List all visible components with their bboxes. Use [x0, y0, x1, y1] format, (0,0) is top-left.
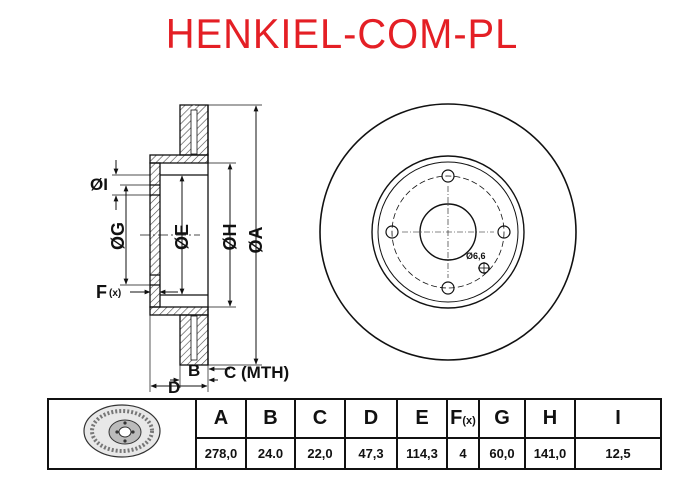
- dim-label-a: ØA: [246, 226, 266, 253]
- header-f: F(x): [446, 397, 480, 440]
- dim-label-f-suffix: (x): [109, 288, 121, 299]
- value-e: 114,3: [396, 437, 448, 470]
- value-h: 141,0: [524, 437, 576, 470]
- dim-label-g: ØG: [108, 222, 128, 250]
- header-e: E: [396, 397, 448, 440]
- dim-label-e: ØE: [172, 224, 192, 250]
- cross-section-view: [140, 104, 209, 366]
- dim-label-i: ØI: [90, 175, 108, 194]
- spec-table: A B C D E F(x) G H I 278,0 24.0 22,0 47,…: [47, 397, 662, 470]
- header-b: B: [245, 397, 296, 440]
- value-a: 278,0: [195, 437, 247, 470]
- value-d: 47,3: [344, 437, 398, 470]
- value-c: 22,0: [294, 437, 346, 470]
- dim-label-c: C (MTH): [224, 363, 289, 382]
- value-b: 24.0: [245, 437, 296, 470]
- dim-label-d: D: [168, 378, 180, 397]
- header-i: I: [574, 397, 662, 440]
- header-a: A: [195, 397, 247, 440]
- dim-label-b: B: [188, 361, 200, 380]
- header-d: D: [344, 397, 398, 440]
- value-f: 4: [446, 437, 480, 470]
- value-i: 12,5: [574, 437, 662, 470]
- disc-thumbnail: [47, 398, 197, 470]
- dimension-lines: [112, 104, 262, 392]
- front-view: [319, 103, 577, 361]
- dim-label-h: ØH: [220, 224, 240, 251]
- value-g: 60,0: [478, 437, 526, 470]
- header-g: G: [478, 397, 526, 440]
- header-c: C: [294, 397, 346, 440]
- hole-label: Ø6,6: [466, 251, 486, 261]
- brand-title: HENKIEL-COM-PL: [165, 10, 519, 57]
- header-f-suffix: (x): [462, 415, 476, 428]
- header-f-letter: F: [450, 407, 463, 430]
- header-h: H: [524, 397, 576, 440]
- disc-thumbnail-icon: [83, 404, 161, 458]
- dim-label-f: F: [96, 282, 107, 302]
